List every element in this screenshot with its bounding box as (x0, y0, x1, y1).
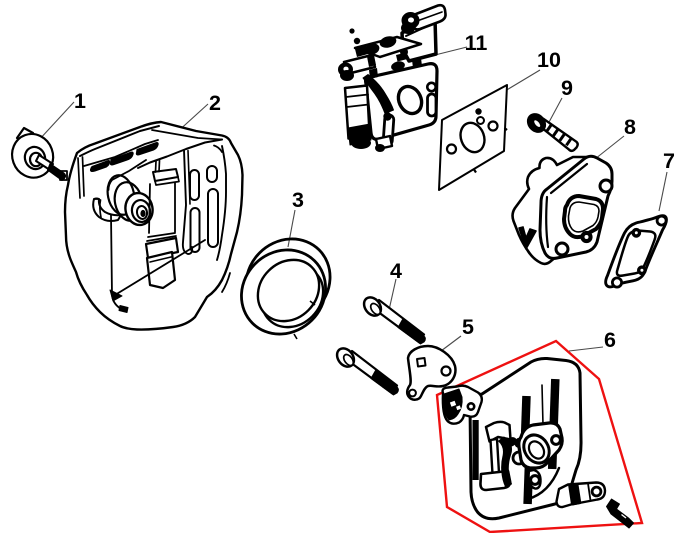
svg-text:2: 2 (209, 91, 221, 115)
svg-text:3: 3 (292, 188, 304, 212)
svg-text:9: 9 (561, 76, 573, 100)
svg-text:8: 8 (624, 115, 636, 139)
svg-text:10: 10 (537, 48, 561, 72)
svg-text:5: 5 (462, 315, 474, 339)
svg-text:4: 4 (390, 259, 402, 283)
svg-text:7: 7 (663, 149, 675, 173)
svg-text:6: 6 (604, 328, 616, 352)
svg-text:1: 1 (74, 89, 86, 113)
svg-text:11: 11 (465, 31, 488, 55)
